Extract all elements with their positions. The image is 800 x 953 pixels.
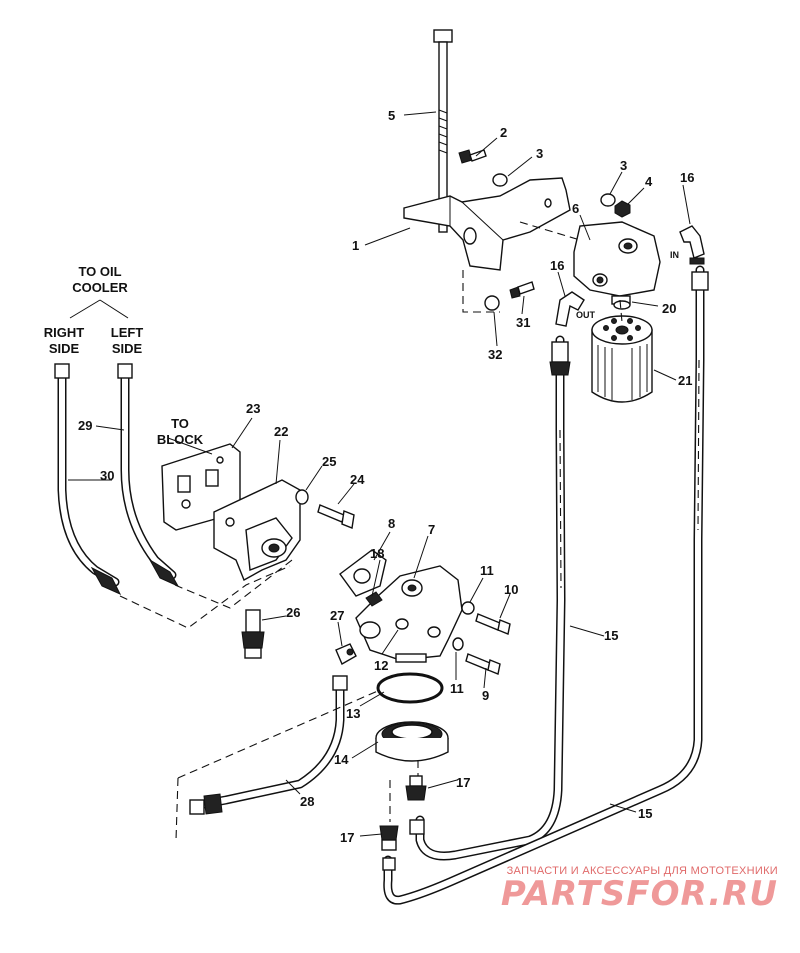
callout-21: 21: [678, 373, 692, 388]
callout-23: 23: [246, 401, 260, 416]
caption-to-block-2: BLOCK: [157, 432, 204, 447]
caption-right-side-1: RIGHT: [44, 325, 85, 340]
callout-9: 9: [482, 688, 489, 703]
part-15-hose-out: [415, 335, 571, 861]
callout-1: 1: [352, 238, 359, 253]
callout-27: 27: [330, 608, 344, 623]
part-7-filter-base: [355, 565, 463, 663]
part-14-filter-cap: [375, 721, 449, 762]
part-15-hose-in: [383, 265, 709, 905]
callout-11-upper: 11: [480, 563, 494, 578]
part-25-washer: [295, 489, 309, 505]
callout-10: 10: [504, 582, 518, 597]
callout-15-upper: 15: [604, 628, 618, 643]
part-13-o-ring: [376, 672, 444, 704]
callout-6: 6: [572, 201, 579, 216]
callout-12: 12: [374, 658, 388, 673]
part-28-hose: [189, 675, 348, 815]
part-26-fitting: [241, 609, 265, 659]
callout-3: 3: [536, 146, 543, 161]
callout-16-left: 16: [550, 258, 564, 273]
callout-7: 7: [428, 522, 435, 537]
caption-out: OUT: [576, 310, 596, 320]
callout-28: 28: [300, 794, 314, 809]
caption-left-side-2: SIDE: [112, 341, 143, 356]
part-16-elbow-out: [555, 291, 585, 327]
part-16-elbow-in: [679, 225, 705, 265]
watermark-logo: PARTSFOR.RU: [500, 874, 778, 914]
callout-17-lower: 17: [340, 830, 354, 845]
oil-cooler-bracket: [69, 299, 129, 319]
callout-11-lower: 11: [450, 681, 464, 696]
caption-to-block-1: TO: [171, 416, 189, 431]
callout-29: 29: [78, 418, 92, 433]
callout-30: 30: [100, 468, 114, 483]
part-10-bolt: [475, 613, 511, 635]
part-17-fitting-lower: [379, 819, 425, 871]
callout-18: 18: [370, 546, 384, 561]
part-31-bolt: [509, 281, 535, 299]
callout-4: 4: [645, 174, 653, 189]
part-1-bracket: [403, 177, 571, 271]
callout-13: 13: [346, 706, 360, 721]
callout-31: 31: [516, 315, 530, 330]
leader-lines: [68, 111, 691, 837]
watermark-tagline: ЗАПЧАСТИ И АКСЕССУАРЫ ДЛЯ МОТОТЕХНИКИ: [506, 865, 778, 877]
part-3-washer: [492, 173, 508, 187]
callout-8: 8: [388, 516, 395, 531]
callout-2: 2: [500, 125, 507, 140]
callout-25: 25: [322, 454, 336, 469]
callout-3-right: 3: [620, 158, 627, 173]
part-3-washer-right: [600, 193, 616, 207]
caption-to-oil-cooler-2: COOLER: [72, 280, 128, 295]
part-11-washer-upper: [461, 601, 475, 615]
part-6-filter-adapter: [573, 221, 661, 305]
part-24-bolt: [317, 504, 355, 529]
part-27-plug: [335, 643, 357, 665]
callout-20: 20: [662, 301, 676, 316]
callout-14: 14: [334, 752, 349, 767]
callout-17-upper: 17: [456, 775, 470, 790]
part-11-washer-lower: [452, 637, 464, 651]
callout-15-lower: 15: [638, 806, 652, 821]
part-32-washer: [484, 295, 500, 311]
part-5-long-bolt: [433, 29, 453, 233]
part-4-nut: [614, 200, 631, 218]
part-20-nipple: [613, 300, 631, 310]
callout-26: 26: [286, 605, 300, 620]
callout-22: 22: [274, 424, 288, 439]
part-17-fitting-upper: [405, 775, 427, 801]
part-21-oil-filter: [591, 315, 653, 403]
part-22-adapter-block: [213, 479, 301, 581]
part-9-bolt: [465, 653, 501, 675]
part-29-hose-left-side: [117, 363, 180, 588]
callout-5: 5: [388, 108, 395, 123]
part-30-hose-right-side: [54, 363, 122, 596]
callout-32: 32: [488, 347, 502, 362]
callout-16-right: 16: [680, 170, 694, 185]
watermark: ЗАПЧАСТИ И АКСЕССУАРЫ ДЛЯ МОТОТЕХНИКИ PA…: [501, 865, 778, 911]
part-2-bolt: [458, 149, 487, 164]
caption-in: IN: [670, 250, 679, 260]
caption-right-side-2: SIDE: [49, 341, 80, 356]
callout-24: 24: [350, 472, 365, 487]
caption-left-side-1: LEFT: [111, 325, 144, 340]
caption-to-oil-cooler-1: TO OIL: [78, 264, 121, 279]
